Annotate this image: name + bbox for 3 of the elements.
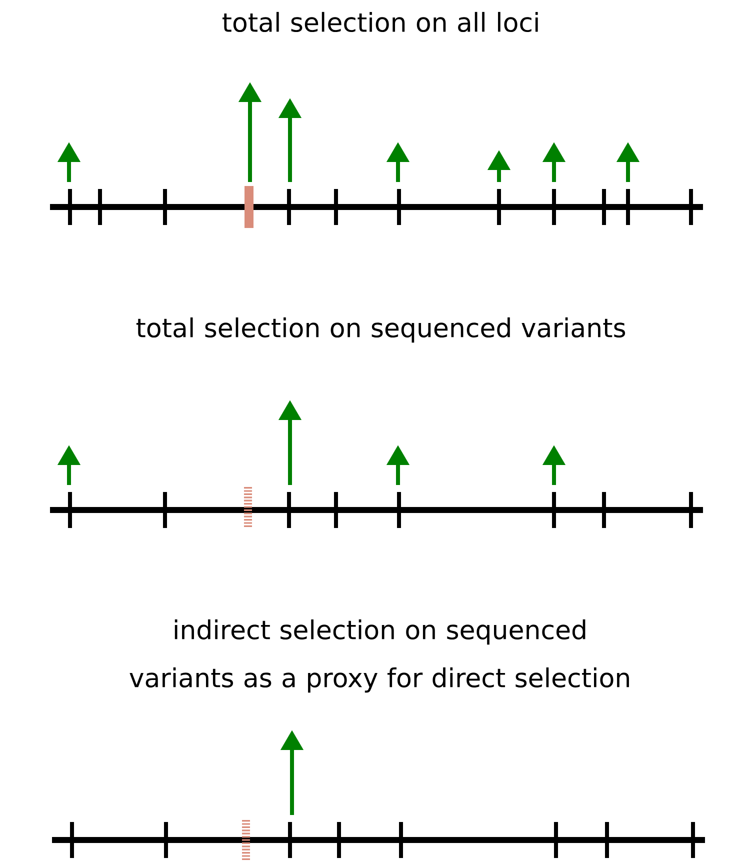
heading-text: total selection on sequenced variants (136, 317, 626, 343)
heading-text: indirect selection on sequenced variants as a proxy for direct selection (130, 619, 629, 693)
heading-text: total selection on all loci (222, 12, 538, 32)
